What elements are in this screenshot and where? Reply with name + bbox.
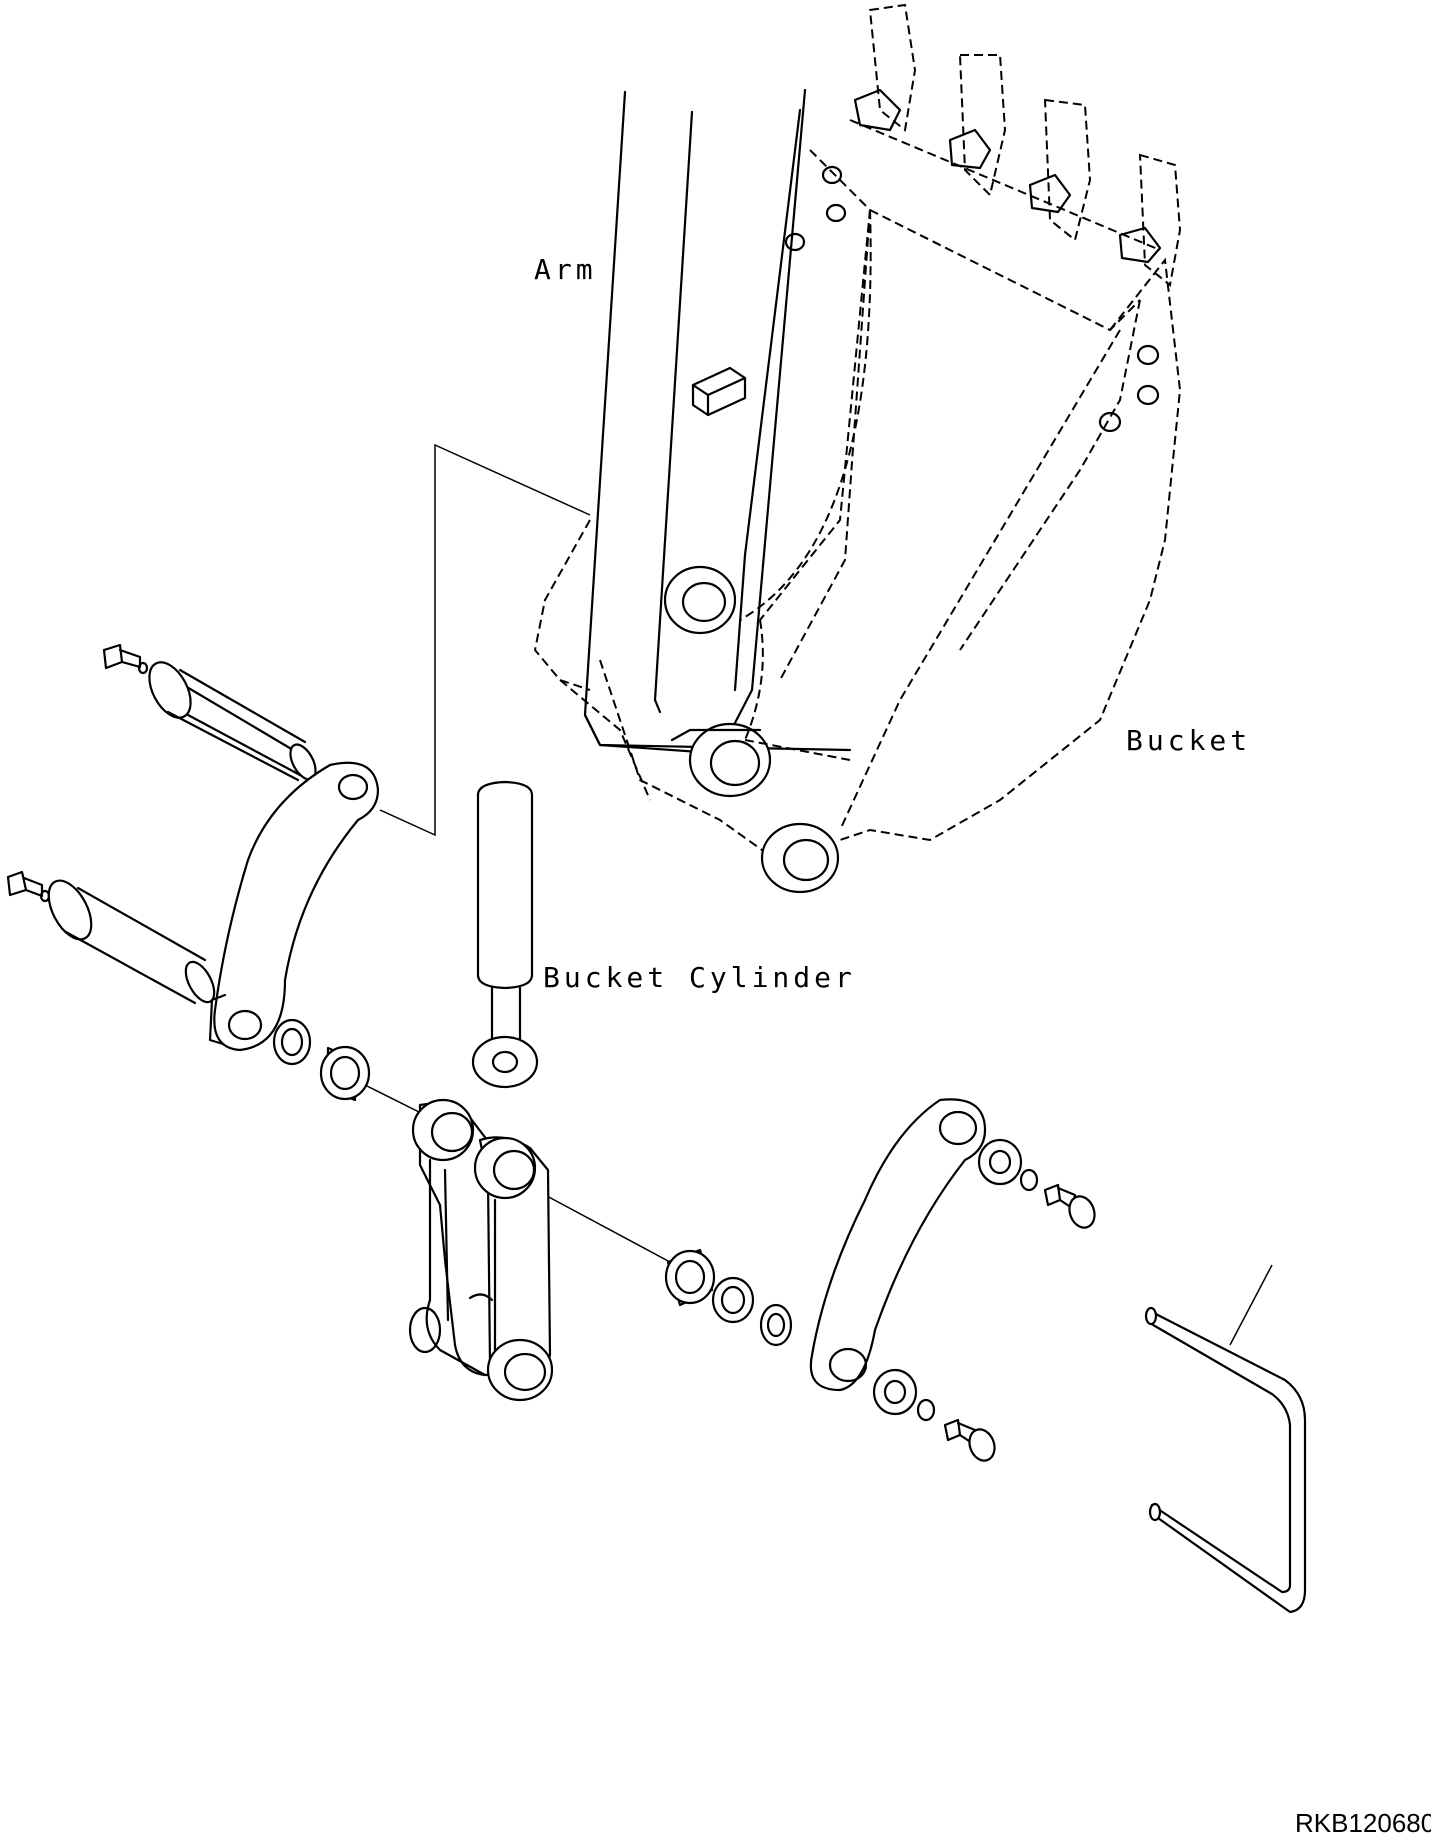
right-link bbox=[809, 1098, 987, 1392]
upper-pin bbox=[102, 643, 317, 782]
label-arm: Arm bbox=[534, 253, 597, 286]
bucket bbox=[533, 3, 1182, 894]
right-bushing bbox=[664, 1248, 716, 1307]
right-spacer bbox=[711, 1276, 755, 1324]
label-bucket-cylinder: Bucket Cylinder bbox=[543, 961, 856, 994]
label-bucket: Bucket bbox=[1126, 724, 1251, 757]
upper-lock-washer bbox=[1019, 1168, 1039, 1192]
drawing-code: RKB120680 bbox=[1295, 1808, 1431, 1837]
left-link bbox=[208, 761, 380, 1052]
upper-washer bbox=[977, 1138, 1023, 1186]
leader-line-arm-link bbox=[379, 443, 591, 837]
lower-lock-washer bbox=[916, 1398, 936, 1422]
center-h-link bbox=[408, 1098, 554, 1402]
right-shim bbox=[759, 1303, 793, 1347]
u-rod bbox=[1144, 1264, 1307, 1614]
left-spacer bbox=[272, 1018, 312, 1066]
bucket-cylinder bbox=[471, 780, 539, 1089]
arm bbox=[583, 88, 852, 798]
upper-bolt bbox=[1043, 1183, 1096, 1229]
lower-washer bbox=[872, 1368, 918, 1416]
lower-bolt bbox=[943, 1418, 996, 1462]
left-bushing bbox=[319, 1045, 371, 1102]
center-axis-line bbox=[364, 1084, 671, 1263]
lower-pin bbox=[6, 870, 216, 1005]
